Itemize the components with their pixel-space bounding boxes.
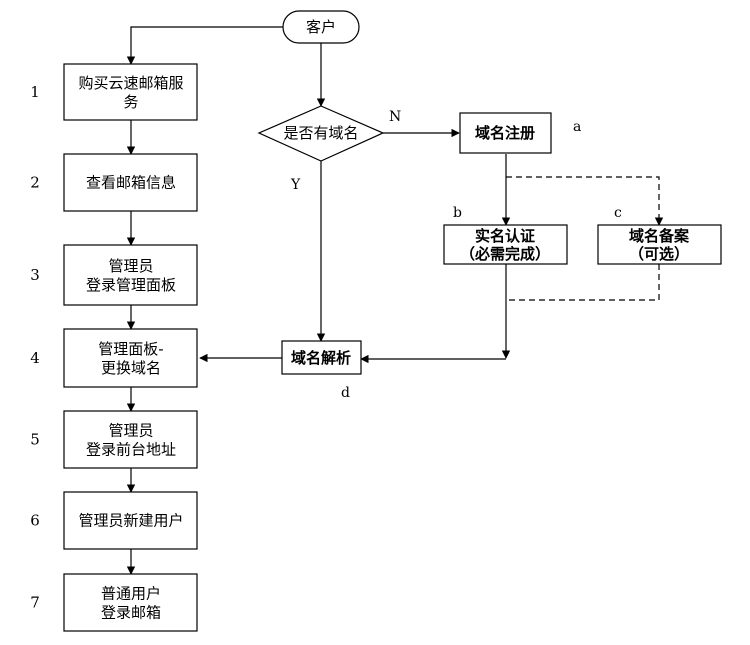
- step-1-number: 1: [30, 83, 40, 101]
- decision-label: 是否有域名: [283, 124, 358, 142]
- real-name-label-1: 实名认证: [475, 227, 535, 245]
- filing-box: [597, 224, 722, 265]
- domain-register-label: 域名注册: [475, 124, 535, 142]
- domain-register-node: 域名注册: [459, 112, 552, 154]
- step-3-label-2: 登录管理面板: [86, 276, 176, 294]
- step-1-label-2: 务: [123, 93, 138, 111]
- step-4: 管理面板-更换域名 4: [30, 328, 198, 388]
- domain-resolve-label: 域名解析: [291, 349, 351, 367]
- step-6: 管理员新建用户 6: [30, 491, 198, 550]
- step-7-number: 7: [30, 594, 40, 612]
- step-1-box: [63, 63, 198, 121]
- start-terminal: 客户: [282, 10, 360, 44]
- filing-label-1: 域名备案: [629, 227, 690, 245]
- arrow-start-to-step1: [126, 26, 283, 65]
- step-5-number: 5: [30, 431, 40, 449]
- dashed-arrow-register-to-filing: [506, 176, 664, 226]
- mark-a: a: [573, 119, 581, 135]
- branch-yes-label: Y: [290, 177, 301, 193]
- decision-shape: [257, 105, 385, 162]
- real-name-label-2: （必需完成）: [460, 245, 550, 263]
- step-4-label-1: 管理面板-: [98, 340, 163, 358]
- filing-node: 域名备案 （可选）: [597, 224, 722, 265]
- step-5-label-1: 管理员: [108, 422, 153, 440]
- connectors: [126, 26, 664, 575]
- step-1-label-1: 购买云速邮箱服: [78, 74, 183, 92]
- step-2-box: [63, 153, 198, 212]
- step-3-box: [63, 244, 198, 306]
- step-6-box: [63, 491, 198, 550]
- mark-d: d: [341, 385, 350, 401]
- domain-resolve-node: 域名解析: [281, 340, 362, 375]
- step-2-label-1: 查看邮箱信息: [86, 174, 176, 192]
- step-7-label-2: 登录邮箱: [101, 604, 161, 622]
- start-label: 客户: [306, 18, 336, 36]
- step-3-label-1: 管理员: [108, 257, 153, 275]
- step-6-number: 6: [30, 512, 40, 530]
- step-list: 购买云速邮箱服务1查看邮箱信息2管理员登录管理面板3管理面板-更换域名4管理员登…: [30, 63, 198, 632]
- filing-label-2: （可选）: [629, 245, 689, 263]
- step-4-label-2: 更换域名: [101, 359, 161, 377]
- step-3-number: 3: [30, 266, 40, 284]
- step-6-label-1: 管理员新建用户: [78, 512, 183, 530]
- step-7-label-1: 普通用户: [101, 585, 161, 603]
- real-name-box: [443, 224, 568, 265]
- step-2: 查看邮箱信息 2: [30, 153, 198, 212]
- real-name-node: 实名认证 （必需完成）: [443, 224, 568, 265]
- domain-register-box: [459, 112, 552, 154]
- mark-c: c: [614, 205, 622, 221]
- step-4-box: [63, 328, 198, 388]
- start-shape: [282, 10, 360, 44]
- step-5-box: [63, 410, 198, 469]
- step-4-number: 4: [30, 349, 40, 367]
- dashed-line-filing-to-join: [506, 264, 660, 301]
- mark-b: b: [453, 205, 462, 221]
- branch-no-label: N: [389, 109, 401, 125]
- step-7-box: [63, 573, 198, 632]
- domain-resolve-box: [281, 340, 362, 375]
- step-5-label-2: 登录前台地址: [86, 441, 176, 459]
- decision-node: 是否有域名: [257, 105, 385, 162]
- step-2-number: 2: [30, 174, 40, 192]
